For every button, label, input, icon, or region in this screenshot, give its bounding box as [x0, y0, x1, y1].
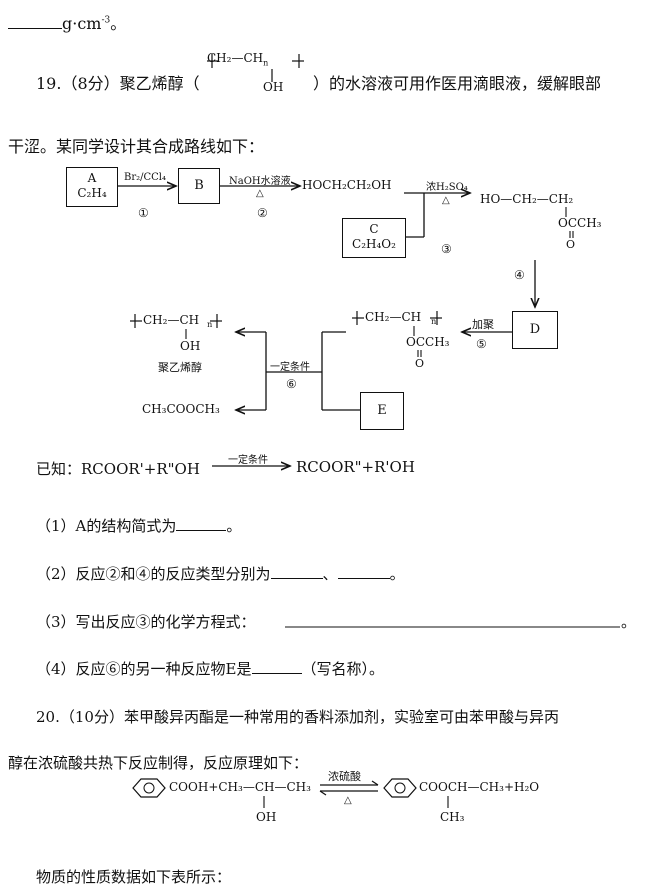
- methyl-acetate: CH₃COOCH₃: [142, 402, 220, 416]
- question-4: （4）反应⑥的另一种反应物E是（写名称）。: [36, 659, 385, 678]
- ethylene-glycol: HOCH₂CH₂OH: [302, 178, 392, 192]
- step-4-number: ④: [514, 268, 525, 282]
- q19-tail: ）的水溶液可用作医用滴眼液，缓解眼部: [313, 74, 602, 93]
- q20-line2: 醇在浓硫酸共热下反应制得，反应原理如下：: [8, 754, 309, 772]
- ester-carbonyl-o: O: [566, 238, 576, 251]
- equation-reactants: COOH+CH₃—CH—CH₃: [169, 780, 311, 794]
- equation-product-ch3: CH₃: [440, 810, 465, 824]
- arrow2-heat: △: [256, 188, 264, 199]
- pva-product-name: 聚乙烯醇: [158, 361, 202, 374]
- arrow5-label: 加聚: [472, 318, 494, 331]
- answer-blank: [270, 564, 323, 579]
- answer-blank: [176, 516, 227, 531]
- equation-heat: △: [344, 795, 352, 806]
- answer-blank: [251, 659, 302, 674]
- ester-formula-top: HO—CH₂—CH₂: [480, 192, 574, 206]
- known-products: RCOOR"+R'OH: [296, 458, 415, 476]
- pva-product-oh: OH: [180, 339, 201, 353]
- answer-blank: [8, 14, 62, 29]
- box-e: E: [360, 392, 404, 430]
- question-3-end: 。: [621, 613, 637, 631]
- box-a: A C₂H₄: [66, 167, 118, 207]
- top-line: g·cm-3。: [8, 10, 126, 34]
- known-reactants: 已知：RCOOR'+R"OH: [36, 460, 200, 478]
- step-6-number: ⑥: [286, 377, 297, 391]
- equation-products: COOCH—CH₃+H₂O: [419, 780, 540, 794]
- polyacetate-carbonyl-o: O: [415, 357, 425, 370]
- answer-blank: [337, 564, 390, 579]
- step-2-number: ②: [257, 206, 268, 220]
- question-1: （1）A的结构简式为。: [36, 516, 242, 535]
- equation-reactant-oh: OH: [256, 810, 277, 824]
- ester-formula-acetyl: OCCH₃: [558, 216, 602, 230]
- step-3-number: ③: [441, 242, 452, 256]
- q19-line2: 干涩。某同学设计其合成路线如下：: [8, 137, 265, 156]
- polyacetate-acetyl: OCCH₃: [406, 335, 450, 349]
- box-c: C C₂H₄O₂: [342, 218, 406, 258]
- arrow6-label: 一定条件: [270, 362, 310, 373]
- question-2: （2）反应②和④的反应类型分别为、。: [36, 564, 405, 583]
- q20-line1: 20.（10分）苯甲酸异丙酯是一种常用的香料添加剂，实验室可由苯甲酸与异丙: [36, 708, 559, 726]
- pva-formula-top: CH₂—CHn: [207, 51, 269, 68]
- arrow3-label: 浓H₂SO₄: [426, 182, 468, 193]
- step-1-number: ①: [138, 206, 149, 220]
- q19-head: 19.（8分）聚乙烯醇（: [36, 74, 200, 93]
- box-d: D: [512, 311, 558, 349]
- known-condition: 一定条件: [228, 455, 268, 466]
- step-5-number: ⑤: [476, 337, 487, 351]
- arrow1-label: Br₂/CCl₄: [124, 172, 167, 183]
- arrow3-heat: △: [442, 195, 450, 206]
- box-b: B: [178, 168, 220, 204]
- pva-formula-oh: OH: [263, 80, 284, 94]
- equation-catalyst: 浓硫酸: [328, 770, 361, 783]
- arrow2-label: NaOH水溶液: [229, 176, 291, 187]
- question-3: （3）写出反应③的化学方程式：: [36, 613, 256, 631]
- table-intro: 物质的性质数据如下表所示：: [36, 868, 232, 886]
